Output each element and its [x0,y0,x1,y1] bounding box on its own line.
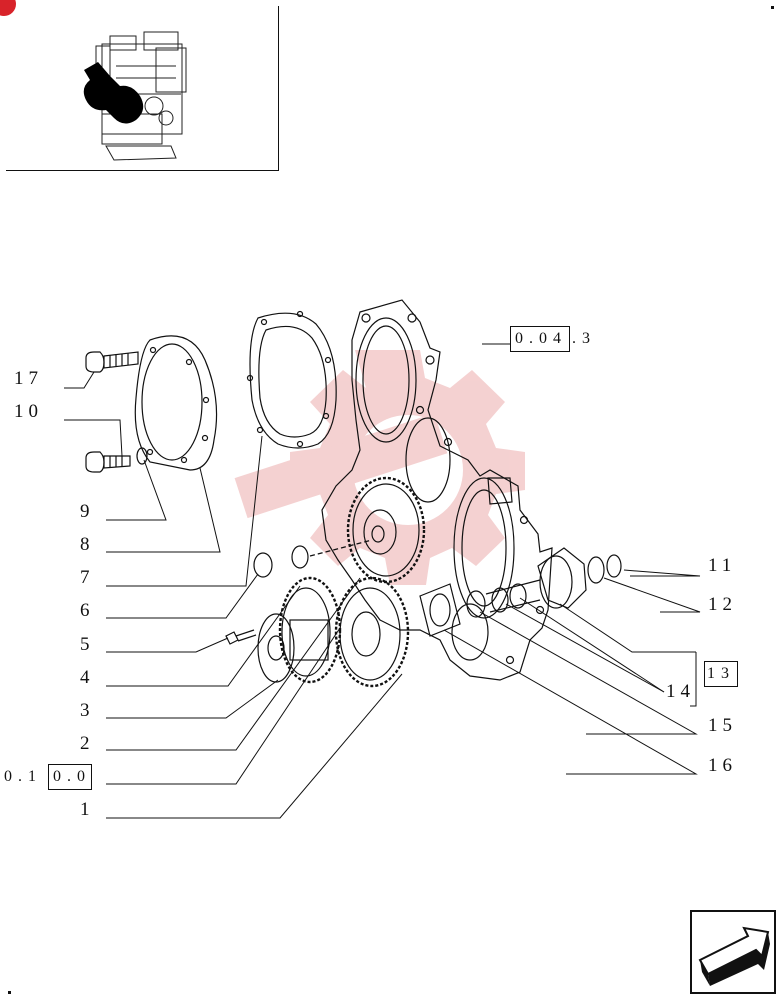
callout-9: 9 [80,501,95,522]
callout-5: 5 [80,634,95,655]
callout-16: 16 [708,755,737,776]
bolt-17 [85,351,139,373]
callout-3: 3 [80,700,95,721]
callout-1: 1 [80,799,95,820]
next-page-arrow-icon [698,926,770,986]
callout-12: 12 [708,594,737,615]
leader-lines [64,343,701,819]
spacer-14 [485,579,541,613]
reference-box-13[interactable]: 13 [704,661,738,687]
callout-10: 10 [14,401,43,422]
corner-dot [8,991,11,994]
callout-4: 4 [80,667,95,688]
gasket [246,310,337,449]
corner-dot [771,6,774,9]
callout-11: 11 [708,555,737,576]
corner-badge [0,0,16,16]
reference-left-prefix: 0.1 [4,768,42,785]
cover-plate [134,335,218,471]
reference-top-suffix: .3 [572,330,596,347]
callout-8: 8 [80,534,95,555]
washer-9 [136,447,148,465]
ring-spacer [291,545,309,569]
screw-5 [225,629,257,645]
reference-top-boxed: 0.04 [515,330,567,347]
reference-left-boxed: 0.0 [53,768,91,785]
callout-17: 17 [14,368,43,389]
reference-box-left[interactable]: 0.0 [48,764,92,790]
intermediate-gear [334,576,410,688]
reference-13: 13 [707,665,735,682]
idler-gear-upper [346,476,426,584]
pump-flange [537,547,587,609]
callout-14: 14 [666,681,695,702]
timing-gear-housing [321,299,553,681]
engine-thumbnail-icon [83,31,187,161]
watermark-logo [234,350,525,585]
reference-box-top[interactable]: 0.04 [510,326,570,352]
flange-16 [419,583,461,637]
callout-7: 7 [80,567,95,588]
callout-2: 2 [80,733,95,754]
washer-15 [466,590,486,618]
bushing-6 [253,552,273,578]
callout-15: 15 [708,715,737,736]
next-page-button[interactable] [690,910,776,994]
drive-gear [278,576,342,684]
callout-6: 6 [80,600,95,621]
bolt-10 [85,451,131,473]
engine-location-thumbnail [6,6,279,171]
seal-ring-11-12 [587,554,622,584]
